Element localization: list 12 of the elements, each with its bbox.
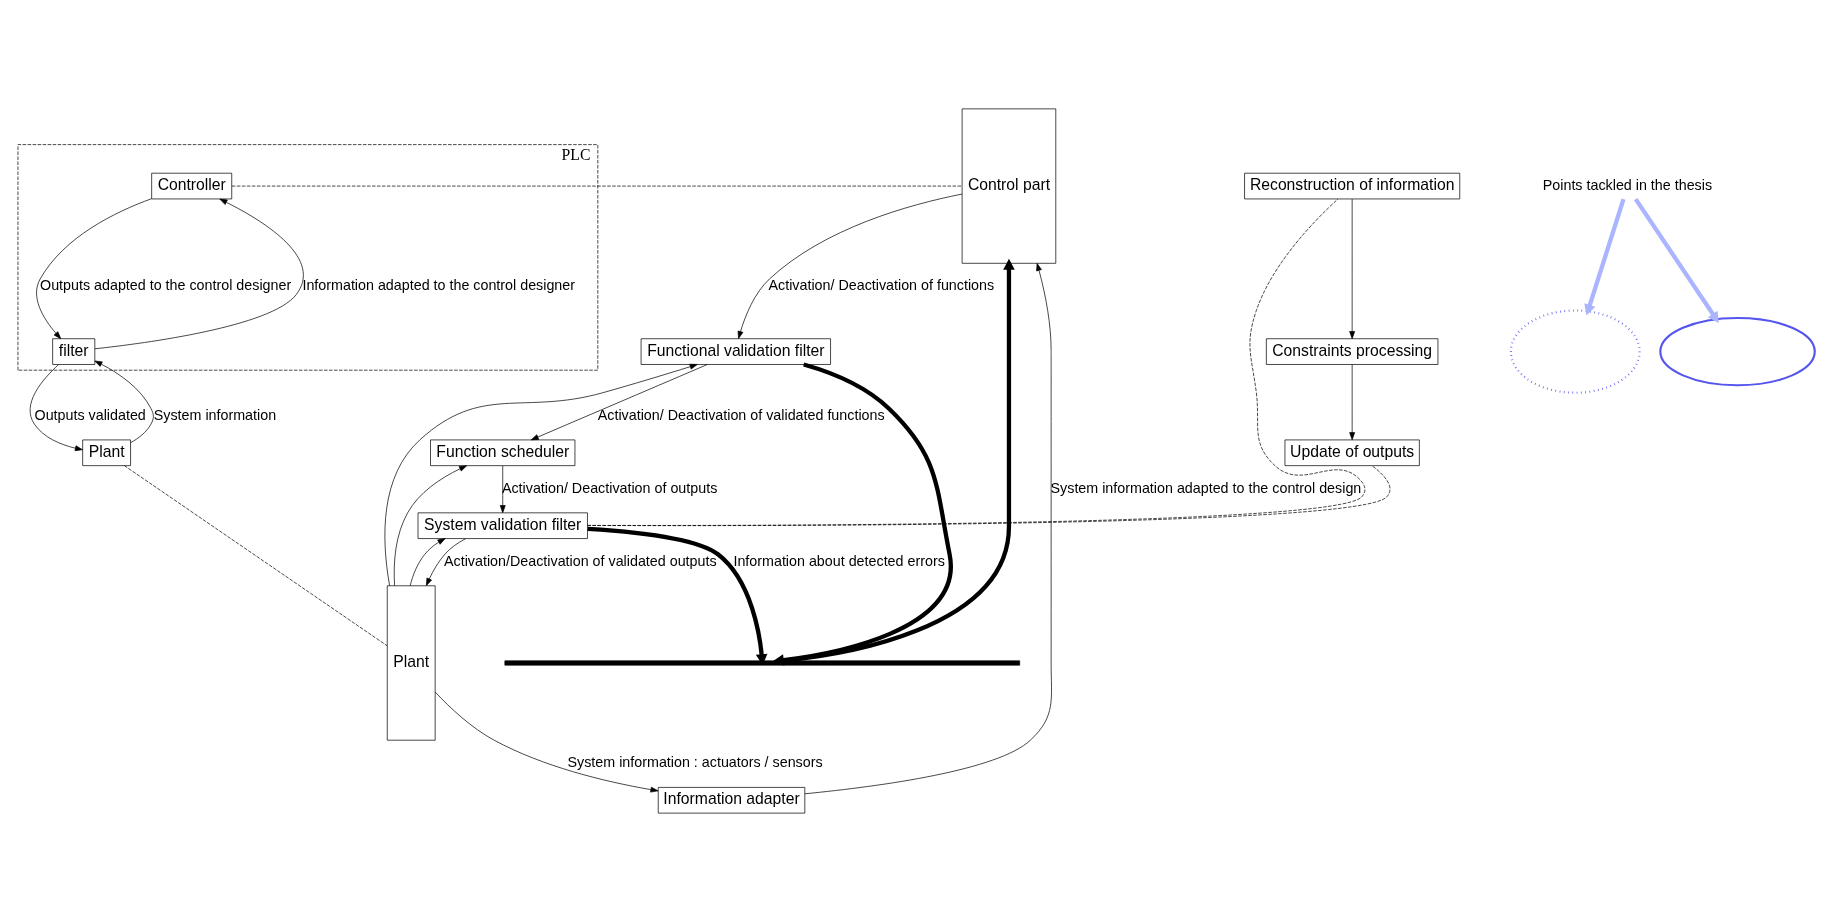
edge-label: Outputs validated xyxy=(34,406,146,423)
edge-label: System information adapted to the control design xyxy=(1050,479,1361,496)
edge-label: Outputs adapted to the control designer xyxy=(39,277,291,294)
edge-label: Activation/ Deactivation of validated functions xyxy=(597,406,885,423)
edge-label: Information about detected errors xyxy=(732,552,945,569)
node-text: Points tackled in the thesis xyxy=(1542,176,1712,193)
edge-label: System information xyxy=(153,406,276,423)
edge-label: Information adapted to the control designer xyxy=(301,277,575,294)
edge-label: Activation/ Deactivation of outputs xyxy=(501,479,717,496)
edge-label: System information : actuators / sensors xyxy=(567,754,823,771)
edge-label: Activation/Deactivation of validated outputs xyxy=(443,552,717,569)
edge-label: Activation/ Deactivation of functions xyxy=(767,277,994,294)
